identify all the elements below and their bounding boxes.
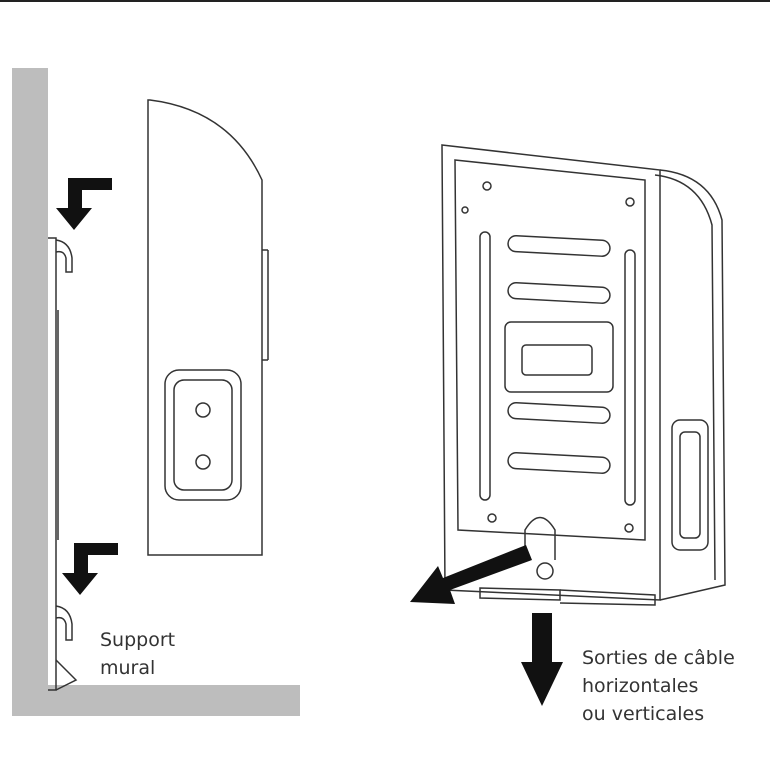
heater-back-view bbox=[441, 144, 726, 606]
horizontal-exit-arrow-icon bbox=[410, 545, 532, 604]
heater-side-view bbox=[147, 99, 269, 556]
wall-bracket bbox=[48, 237, 78, 691]
top-border bbox=[0, 0, 770, 2]
wall-bracket-label-line2: mural bbox=[100, 657, 156, 679]
cable-exits-label-line2: horizontales bbox=[582, 675, 699, 697]
vertical-exit-arrow-icon bbox=[521, 613, 563, 706]
wall-bracket-label-line1: Support bbox=[100, 629, 176, 651]
cable-exits-label: Sorties de câble horizontales ou vertica… bbox=[582, 644, 735, 728]
down-arrow-icon bbox=[56, 178, 118, 595]
cable-exits-label-line3: ou verticales bbox=[582, 703, 705, 725]
wall bbox=[12, 68, 300, 716]
cable-exits-label-line1: Sorties de câble bbox=[582, 647, 735, 669]
wall-bracket-label: Support mural bbox=[100, 626, 175, 682]
